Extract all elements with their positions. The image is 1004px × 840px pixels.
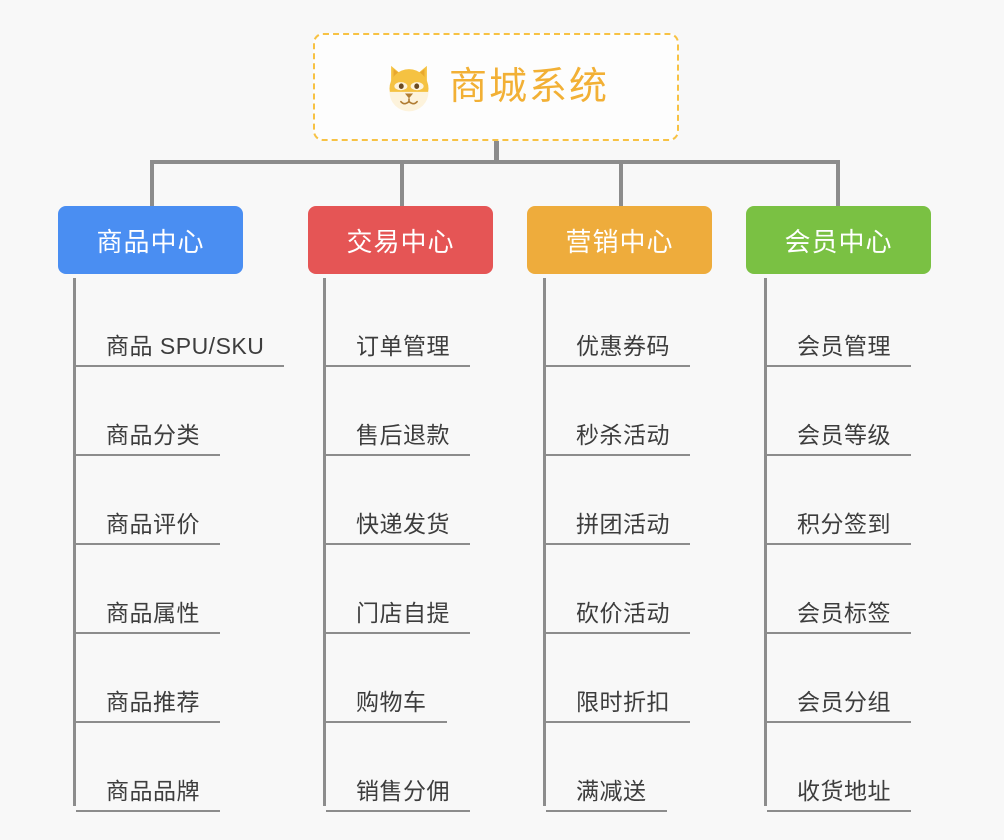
- leaf-column-1: 订单管理 售后退款 快递发货 门店自提 购物车 销售分佣: [323, 278, 470, 812]
- leaf-item[interactable]: 商品评价: [73, 456, 284, 545]
- connector-drop-4: [836, 160, 840, 208]
- leaf-label: 商品属性: [76, 600, 220, 634]
- leaf-label: 商品品牌: [76, 778, 220, 812]
- root-node-label: 商城系统: [448, 66, 609, 108]
- leaf-label: 商品评价: [76, 511, 220, 545]
- column-spine: [323, 278, 326, 806]
- leaf-item[interactable]: 会员等级: [764, 367, 911, 456]
- connector-drop-2: [400, 160, 404, 208]
- leaf-label: 拼团活动: [546, 511, 690, 545]
- category-box-2[interactable]: 营销中心: [527, 206, 712, 274]
- column-spine: [73, 278, 76, 806]
- leaf-item[interactable]: 购物车: [323, 634, 470, 723]
- column-spine: [543, 278, 546, 806]
- leaf-label: 满减送: [546, 778, 667, 812]
- leaf-label: 销售分佣: [326, 778, 470, 812]
- category-label: 交易中心: [346, 226, 455, 257]
- column-spine: [764, 278, 767, 806]
- leaf-label: 会员标签: [767, 600, 911, 634]
- leaf-item[interactable]: 商品品牌: [73, 723, 284, 812]
- leaf-item[interactable]: 会员标签: [764, 545, 911, 634]
- leaf-label: 砍价活动: [546, 600, 690, 634]
- leaf-item[interactable]: 商品推荐: [73, 634, 284, 723]
- leaf-column-3: 会员管理 会员等级 积分签到 会员标签 会员分组 收货地址: [764, 278, 911, 812]
- leaf-item[interactable]: 满减送: [543, 723, 690, 812]
- leaf-column-2: 优惠券码 秒杀活动 拼团活动 砍价活动 限时折扣 满减送: [543, 278, 690, 812]
- leaf-item[interactable]: 积分签到: [764, 456, 911, 545]
- leaf-item[interactable]: 商品属性: [73, 545, 284, 634]
- leaf-label: 门店自提: [326, 600, 470, 634]
- leaf-label: 限时折扣: [546, 689, 690, 723]
- leaf-item[interactable]: 限时折扣: [543, 634, 690, 723]
- leaf-item[interactable]: 售后退款: [323, 367, 470, 456]
- leaf-item[interactable]: 会员管理: [764, 278, 911, 367]
- category-box-3[interactable]: 会员中心: [746, 206, 931, 274]
- leaf-label: 积分签到: [767, 511, 911, 545]
- leaf-item[interactable]: 商品分类: [73, 367, 284, 456]
- connector-drop-1: [150, 160, 154, 208]
- leaf-item[interactable]: 门店自提: [323, 545, 470, 634]
- leaf-label: 秒杀活动: [546, 422, 690, 456]
- leaf-column-0: 商品 SPU/SKU 商品分类 商品评价 商品属性 商品推荐 商品品牌: [73, 278, 285, 812]
- leaf-label: 优惠券码: [546, 333, 690, 367]
- category-box-0[interactable]: 商品中心: [58, 206, 243, 274]
- leaf-item[interactable]: 砍价活动: [543, 545, 690, 634]
- leaf-item[interactable]: 商品 SPU/SKU: [73, 278, 285, 367]
- connector-drop-3: [619, 160, 623, 208]
- leaf-label: 售后退款: [326, 422, 470, 456]
- category-label: 会员中心: [784, 226, 893, 257]
- leaf-label: 收货地址: [767, 778, 911, 812]
- leaf-item[interactable]: 收货地址: [764, 723, 911, 812]
- category-box-1[interactable]: 交易中心: [308, 206, 493, 274]
- leaf-item[interactable]: 会员分组: [764, 634, 911, 723]
- leaf-item[interactable]: 快递发货: [323, 456, 470, 545]
- leaf-item[interactable]: 优惠券码: [543, 278, 690, 367]
- leaf-label: 商品 SPU/SKU: [76, 333, 285, 367]
- leaf-label: 会员分组: [767, 689, 911, 723]
- connector-horizontal-bus: [150, 160, 840, 164]
- leaf-item[interactable]: 订单管理: [323, 278, 470, 367]
- leaf-item[interactable]: 拼团活动: [543, 456, 690, 545]
- leaf-item[interactable]: 秒杀活动: [543, 367, 690, 456]
- category-label: 营销中心: [565, 226, 674, 257]
- category-label: 商品中心: [96, 226, 205, 257]
- leaf-label: 快递发货: [326, 511, 470, 545]
- leaf-label: 购物车: [326, 689, 447, 723]
- leaf-label: 商品推荐: [76, 689, 220, 723]
- leaf-item[interactable]: 销售分佣: [323, 723, 470, 812]
- shiba-dog-icon: [383, 61, 435, 113]
- root-node-mall-system[interactable]: 商城系统: [313, 33, 679, 141]
- leaf-label: 商品分类: [76, 422, 220, 456]
- leaf-label: 会员等级: [767, 422, 911, 456]
- connector-root-stem: [494, 141, 499, 163]
- leaf-label: 会员管理: [767, 333, 911, 367]
- leaf-label: 订单管理: [326, 333, 470, 367]
